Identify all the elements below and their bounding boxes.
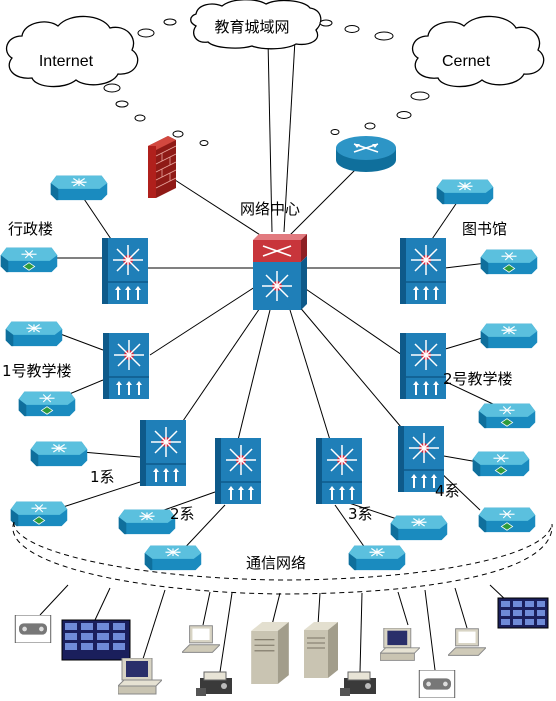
link-d4-a xyxy=(437,454,479,463)
distribution-switch-icon xyxy=(103,333,149,399)
access-switch-icon xyxy=(5,321,63,347)
link-b1-a xyxy=(54,331,104,351)
link-d4-b xyxy=(437,469,481,511)
link-bus-scanner-2 xyxy=(424,589,436,671)
display-wall-icon xyxy=(497,597,549,629)
link-core-dept3 xyxy=(289,309,331,441)
access-switch-icon xyxy=(348,545,406,571)
link-core-dept4 xyxy=(297,304,413,441)
server-icon xyxy=(250,622,290,684)
link-bus-scanner xyxy=(39,584,69,616)
campus-network-label: 教育城域网 xyxy=(214,18,289,36)
router-icon xyxy=(336,136,396,172)
link-core-dept2 xyxy=(237,309,271,441)
teaching-building-2-label: 2号教学楼 xyxy=(443,370,513,388)
cernet-cloud: Cernet xyxy=(411,15,545,88)
display-wall-icon xyxy=(61,619,131,661)
cernet-label: Cernet xyxy=(442,53,491,70)
network-center-label: 网络中心 xyxy=(240,200,300,218)
link-core-router xyxy=(289,164,361,236)
scanner-icon xyxy=(14,615,52,643)
access-switch-icon xyxy=(30,441,88,467)
dept-1-label: 1系 xyxy=(90,468,115,486)
link-d1-b xyxy=(59,481,141,509)
link-bus-server-2 xyxy=(317,592,321,626)
cloud-icon xyxy=(5,15,139,88)
distribution-switch-icon xyxy=(400,333,446,399)
access-switch-icon xyxy=(478,403,536,429)
teaching-building-1-label: 1号教学楼 xyxy=(2,362,72,380)
campus-network-cloud: 教育城域网 xyxy=(190,0,322,50)
dept-2-label: 2系 xyxy=(170,505,195,523)
access-switch-icon xyxy=(480,249,538,275)
distribution-switch-icon xyxy=(140,420,186,486)
distribution-switch-icon xyxy=(102,238,148,304)
link-bus-wall xyxy=(94,587,111,621)
laptop-icon xyxy=(448,628,486,656)
access-switch-icon xyxy=(472,451,530,477)
access-switch-icon xyxy=(480,323,538,349)
distribution-switch-icon xyxy=(215,438,261,504)
link-core-metro xyxy=(267,39,273,233)
link-bus-printer xyxy=(219,592,233,673)
access-switch-icon xyxy=(478,507,536,533)
library-label: 图书馆 xyxy=(462,220,507,238)
link-bus-laptop xyxy=(202,591,211,626)
access-switch-icon xyxy=(50,175,108,201)
cloud-icon xyxy=(411,15,545,88)
cloud-icon xyxy=(190,0,322,50)
access-switch-icon xyxy=(390,515,448,541)
admin-building-label: 行政楼 xyxy=(8,220,53,238)
pc-icon xyxy=(118,658,162,695)
scanner-icon xyxy=(418,670,456,698)
internet-label: Internet xyxy=(39,53,94,70)
core-switch-icon xyxy=(253,234,307,310)
access-switch-icon xyxy=(118,509,176,535)
access-switch-icon xyxy=(144,545,202,571)
link-core-firewall xyxy=(174,179,269,241)
link-bus-laptop-2 xyxy=(454,587,468,629)
link-bus-server xyxy=(271,592,281,626)
distribution-switch-icon xyxy=(316,438,362,504)
link-core-metro-2 xyxy=(283,39,296,233)
thought-bubbles xyxy=(103,18,430,146)
access-switch-icon xyxy=(18,391,76,417)
pc-icon xyxy=(380,628,420,661)
access-switch-icon xyxy=(0,247,58,273)
firewall-icon xyxy=(148,136,177,198)
link-core-building1 xyxy=(149,284,259,356)
link-b2-b xyxy=(441,379,496,406)
dept-4-label: 4系 xyxy=(435,482,460,500)
comm-network: 通信网络 xyxy=(12,521,553,595)
printer-icon xyxy=(195,671,233,697)
link-bus-pc xyxy=(141,589,166,663)
link-core-building2 xyxy=(299,284,403,356)
link-bus-pc-2 xyxy=(397,591,409,626)
access-switch-icon xyxy=(436,179,494,205)
server-icon xyxy=(304,622,338,678)
printer-icon xyxy=(339,671,377,697)
laptop-icon xyxy=(182,625,220,653)
distribution-switch-icon xyxy=(400,238,446,304)
link-bus-printer-2 xyxy=(359,592,363,673)
comm-network-label: 通信网络 xyxy=(246,554,306,572)
access-switch-icon xyxy=(10,501,68,527)
link-core-dept1 xyxy=(169,304,263,441)
link-d1-a xyxy=(81,451,141,458)
dept-3-label: 3系 xyxy=(348,505,373,523)
internet-cloud: Internet xyxy=(5,15,139,88)
